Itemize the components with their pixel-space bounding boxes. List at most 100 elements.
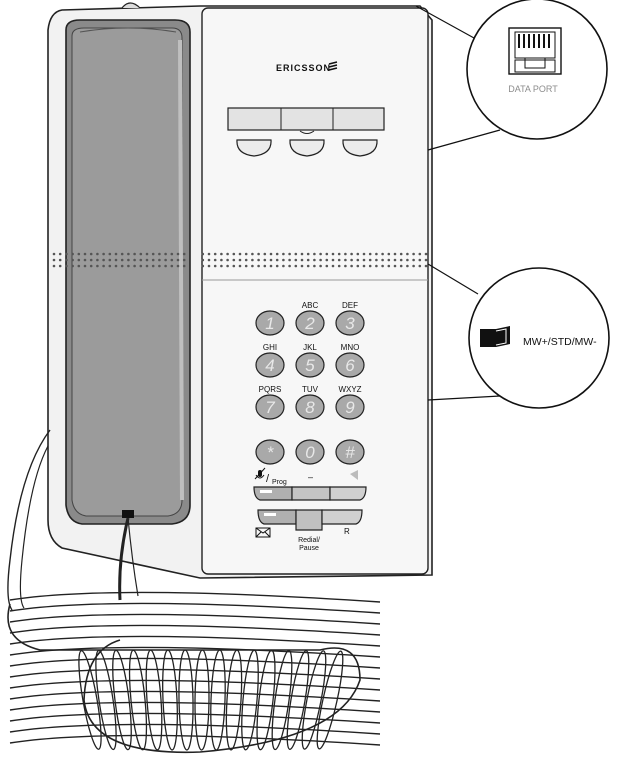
grille-dot [288,252,291,256]
grille-dot [244,264,248,268]
grille-dot [325,258,329,262]
grille-dot [207,264,211,268]
grille-dot [213,264,217,268]
mic-prog-key[interactable] [253,486,293,501]
key-letters: GHI [263,343,277,352]
grille-dot [201,264,205,268]
key-star[interactable]: * [255,439,285,465]
redial-label-line1: Redial/ [298,537,320,544]
speaker-grille [52,252,428,268]
grille-dot [387,264,391,268]
grille-dot [58,252,62,256]
grille-dot [337,258,341,262]
cord-coil-ring [286,650,310,750]
key-number: 9 [345,398,355,417]
soft-key-2[interactable] [289,139,325,157]
grille-dot [108,258,112,262]
grille-dot [325,264,329,268]
handset[interactable] [65,19,191,525]
grille-dot [251,264,254,268]
soft-keys [236,139,378,157]
cord-coil-ring [316,650,344,750]
grille-dot [381,264,384,268]
grille-dot [356,252,360,256]
cord-coil [9,624,381,636]
grille-dot [232,264,236,268]
key-number: 1 [265,314,274,333]
key-number: 2 [304,314,315,333]
volume-down-key[interactable] [291,486,331,501]
grille-dot [133,258,136,262]
cord-coil [9,646,381,658]
grille-dot [362,252,366,256]
grille-dot [164,252,167,256]
volume-up-key[interactable] [329,486,367,501]
grille-dot [201,252,205,256]
soft-key-3[interactable] [342,139,378,157]
cord-coil [9,591,381,603]
key-1[interactable]: 1 [255,310,285,336]
grille-dot [176,258,180,262]
brand-logo: ERICSSON [276,61,338,73]
grille-dot [170,252,174,256]
grille-dot [96,258,99,262]
grille-dot [356,258,360,262]
key-letters: TUV [302,385,319,394]
grille-dot [350,252,353,256]
grille-dot [300,264,304,268]
grille-dot [393,264,397,268]
grille-dot [375,252,378,256]
key-hash[interactable]: # [335,439,365,465]
cord-coil [9,613,381,625]
grille-dot [108,264,112,268]
key-0[interactable]: 0 [295,439,325,465]
r-key[interactable] [321,509,363,525]
soft-key-1[interactable] [236,139,272,157]
grille-dot [406,264,409,268]
grille-dot [145,264,149,268]
grille-dot [294,252,298,256]
speaker-icon [350,470,358,480]
brand-text: ERICSSON [276,63,331,73]
grille-dot [58,264,62,268]
cord-coil-ring [301,650,327,750]
cord-coil-ring [256,649,276,751]
key-number: 3 [345,314,355,333]
cord-coil [9,657,381,669]
grille-dot [424,252,428,256]
grille-dot [102,252,105,256]
grille-dot [331,258,335,262]
grille-dot [89,264,93,268]
grille-dot [381,258,384,262]
grille-dot [238,264,242,268]
grille-dot [368,252,372,256]
grille-dot [288,264,291,268]
message-led [264,513,276,516]
grille-dot [232,252,236,256]
redial-pause-key[interactable] [295,509,323,531]
grille-dot [418,258,422,262]
grille-dot [71,264,74,268]
grille-dot [313,252,316,256]
grille-dot [77,258,81,262]
grille-dot [170,258,174,262]
grille-dot [139,252,143,256]
grille-dot [282,258,285,262]
cord-coil [9,690,381,702]
grille-dot [306,258,310,262]
grille-dot [52,264,56,268]
mw-callout: MW+/STD/MW- [427,263,610,409]
grille-dot [344,264,347,268]
message-key[interactable] [257,509,297,525]
cord-coil-ring [194,649,210,751]
data-port-callout: DATA PORT [415,0,608,151]
